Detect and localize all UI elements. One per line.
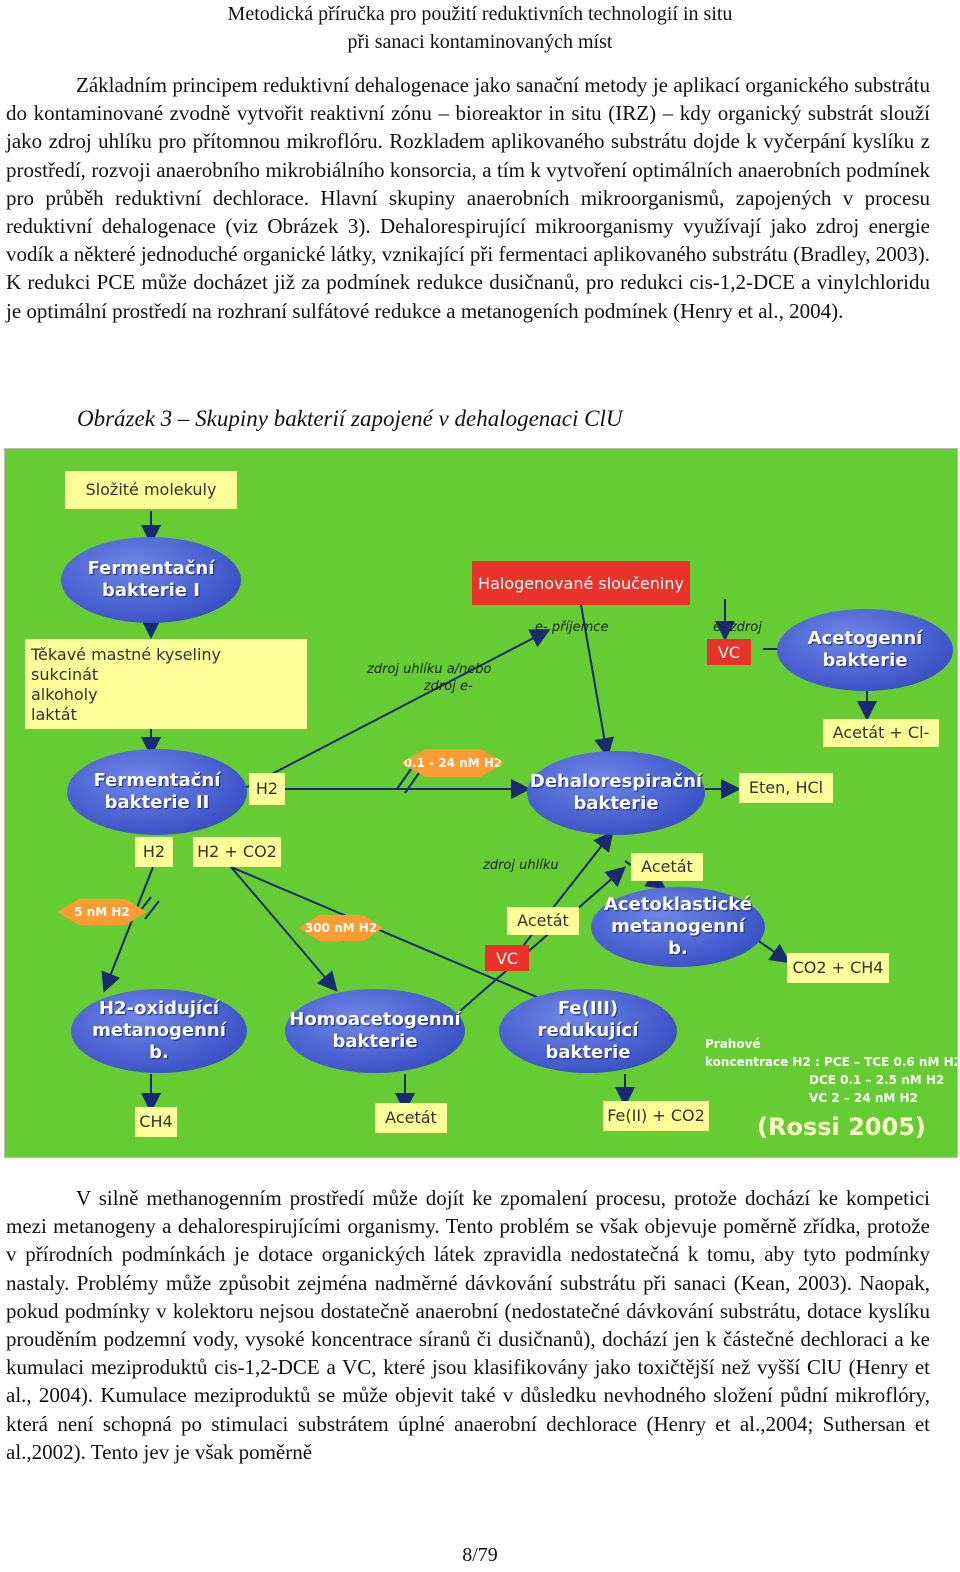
carbon-source-label-2: zdroj uhlíku — [483, 858, 559, 873]
carbon-source-line2: zdroj e- — [423, 679, 473, 694]
paragraph-intro: Základním principem reduktivní dehalogen… — [6, 73, 930, 323]
h2-box-a: H2 — [249, 773, 285, 805]
homo-line1: Homoacetogenní — [289, 1009, 461, 1030]
acetoclastic-line1: Acetoklastické — [604, 894, 752, 915]
threshold-line1: Prahové — [705, 1037, 761, 1051]
e-source-label: e- zdroj — [713, 620, 762, 635]
ferm2-line2: bakterie II — [104, 792, 210, 813]
threshold-concentrations: Prahové koncentrace H2 : PCE – TCE 0.6 nM… — [705, 1035, 958, 1107]
acetate-cl-box: Acetát + Cl- — [823, 719, 939, 747]
halogenated-compounds-box: Halogenované sloučeniny — [472, 561, 690, 605]
threshold-line2: koncentrace H2 : PCE – TCE 0.6 nM H2 — [705, 1055, 958, 1069]
arrow-h2co2-to-fe3 — [230, 866, 569, 1012]
acetate-box-3: Acetát — [375, 1103, 447, 1133]
conc-diamond-5: 5 nM H2 — [57, 899, 147, 925]
vc-top-box: VC — [707, 639, 751, 665]
carbon-source-label: zdroj uhlíku a/nebo zdroj e- — [367, 661, 492, 695]
arrow-halogenated-to-dehalo — [579, 598, 615, 758]
figure-credit: (Rossi 2005) — [757, 1113, 926, 1141]
threshold-line4: VC 2 – 24 nM H2 — [809, 1091, 918, 1105]
arrow-h2co2-to-homoacetogenic — [230, 866, 338, 993]
arrow-ferm2-to-halogenated — [242, 629, 551, 790]
ferm1-line1: Fermentační — [87, 558, 215, 579]
ethene-hcl-box: Eten, HCl — [739, 773, 833, 803]
homo-line2: bakterie — [332, 1031, 418, 1052]
ch4-box: CH4 — [135, 1107, 177, 1137]
h2-co2-box: H2 + CO2 — [193, 837, 281, 867]
vc-mid-box: VC — [485, 945, 529, 971]
dehalo-line1: Dehalorespirační — [529, 771, 703, 792]
acetate-box-2: Acetát — [507, 907, 579, 935]
h2oxid-line2: metanogenní b. — [92, 1020, 226, 1063]
page-number: 8/79 — [462, 1544, 498, 1566]
volatile-acids-box: Těkavé mastné kyseliny sukcinát alkoholy… — [25, 639, 307, 729]
acetate-box-1: Acetát — [631, 853, 703, 881]
conc-diamond-300: 300 nM H2 — [299, 915, 383, 941]
fe2-co2-box: Fe(II) + CO2 — [603, 1101, 709, 1131]
h2-box-b: H2 — [135, 837, 173, 867]
ferm2-line1: Fermentační — [93, 770, 221, 791]
carbon-source-line1: zdroj uhlíku a/nebo — [367, 662, 492, 677]
arrow-h2-to-h2oxid — [101, 866, 154, 993]
co2-ch4-box: CO2 + CH4 — [787, 953, 889, 983]
acetoclastic-line2: metanogenní b. — [611, 916, 745, 959]
complex-molecules-box: Složité molekuly — [65, 471, 237, 509]
figure-caption: Obrázek 3 – Skupiny bakterií zapojené v … — [77, 406, 623, 431]
page-header: Metodická příručka pro použití reduktivn… — [0, 0, 960, 56]
conc-diamond-01-24: 0.1 - 24 nM H2 — [400, 749, 506, 777]
fe3-line2: bakterie — [545, 1042, 631, 1063]
acids-line4: laktát — [31, 705, 77, 724]
header-line-2: při sanaci kontaminovaných míst — [347, 31, 613, 53]
e-acceptor-label: e- příjemce — [535, 620, 609, 635]
acetogenic-line1: Acetogenní — [807, 628, 923, 649]
h2oxid-line1: H2-oxidující — [98, 998, 220, 1019]
acids-line1: Těkavé mastné kyseliny — [31, 645, 221, 664]
ferm1-line2: bakterie I — [101, 580, 201, 601]
fe3-line1: Fe(III) redukující — [537, 998, 639, 1041]
dehalo-line2: bakterie — [573, 793, 659, 814]
paragraph-methanogenic: V silně methanogenním prostředí může doj… — [6, 1186, 930, 1464]
header-line-1: Metodická příručka pro použití reduktivn… — [227, 3, 733, 25]
acetogenic-line2: bakterie — [822, 650, 908, 671]
acids-line2: sukcinát — [31, 665, 99, 684]
acids-line3: alkoholy — [31, 685, 98, 704]
threshold-line3: DCE 0.1 – 2.5 nM H2 — [809, 1073, 945, 1087]
